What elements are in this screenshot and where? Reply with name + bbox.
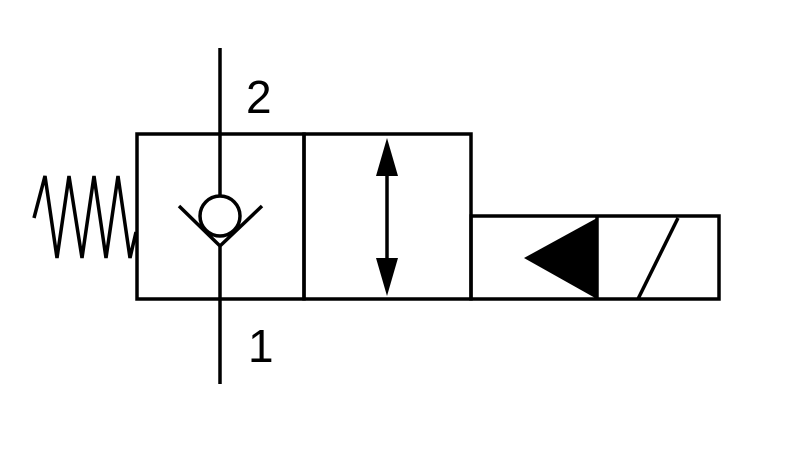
spring-icon	[32, 175, 138, 259]
solenoid-icon	[469, 214, 721, 301]
port-label-bottom: 1	[248, 320, 274, 372]
port-label-top: 2	[246, 71, 272, 123]
check-valve-icon	[177, 194, 264, 249]
bidirectional-arrow-icon	[376, 138, 398, 296]
